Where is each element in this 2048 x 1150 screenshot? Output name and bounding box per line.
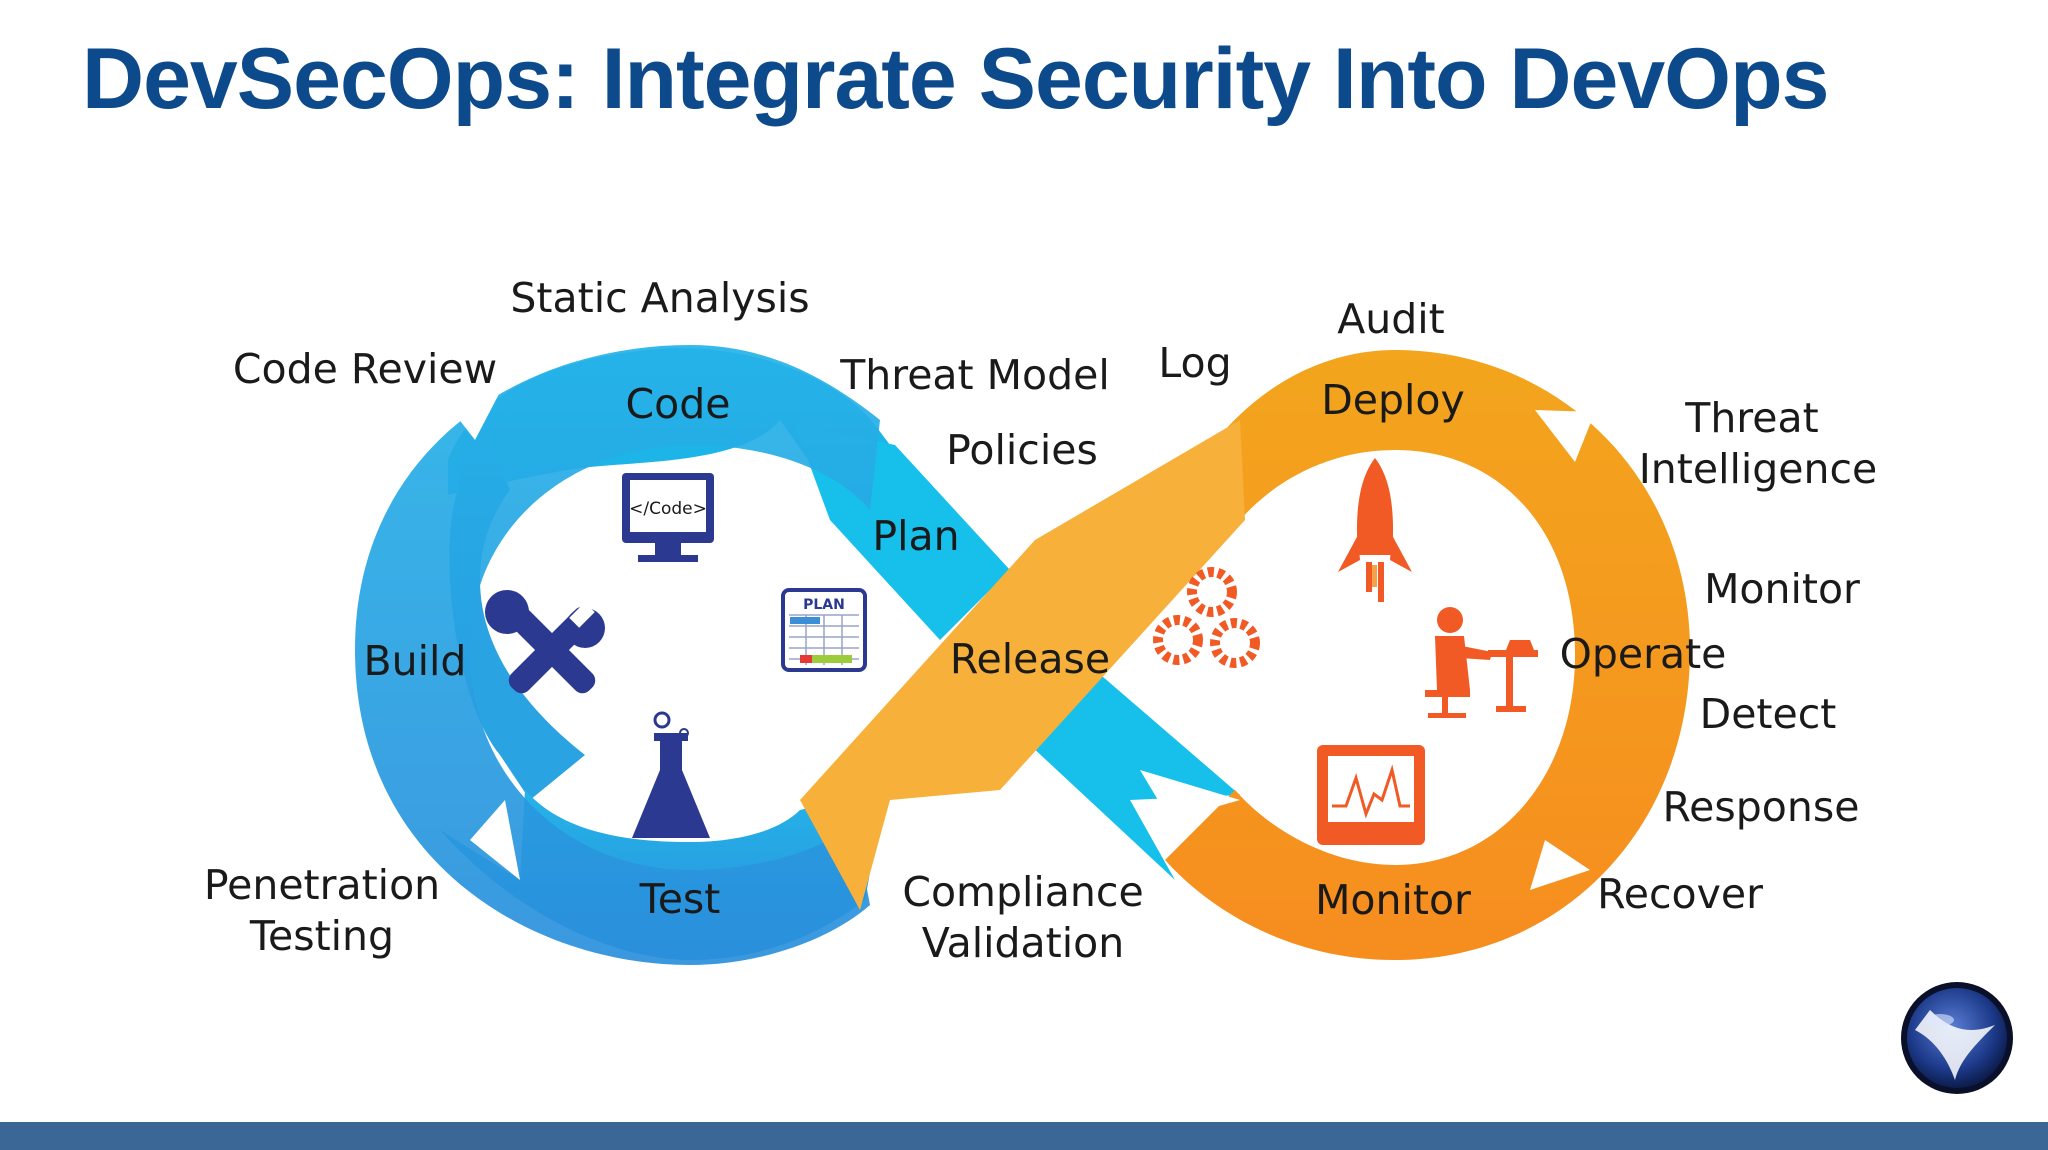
- tools-icon: [485, 590, 605, 694]
- gears-icon: [1153, 567, 1260, 668]
- dev-ring: [355, 345, 880, 965]
- label-response: Response: [1663, 783, 1860, 831]
- label-validation: Validation: [922, 919, 1124, 967]
- label-intelligence: Intelligence: [1639, 445, 1878, 493]
- plan-sheet-icon: PLAN: [781, 588, 867, 672]
- plan-sheet-text: PLAN: [803, 597, 845, 613]
- label-log: Log: [1158, 339, 1231, 387]
- rocket-icon: [1338, 458, 1412, 602]
- stage-build: Build: [364, 637, 467, 685]
- release-blue-ribbon: [1030, 670, 1240, 880]
- segment-separators: [440, 392, 1595, 890]
- label-threat-model: Threat Model: [839, 351, 1110, 399]
- operator-desk-icon: [1425, 607, 1538, 718]
- release-segment: [800, 420, 1245, 910]
- label-detect: Detect: [1700, 690, 1837, 738]
- owasp-wasp-logo: [1901, 982, 2013, 1094]
- label-monitor: Monitor: [1704, 565, 1860, 613]
- label-code-review: Code Review: [233, 345, 497, 393]
- label-compliance: Compliance: [902, 868, 1143, 916]
- stage-release: Release: [950, 635, 1110, 683]
- label-static-analysis: Static Analysis: [510, 274, 809, 322]
- stage-deploy: Deploy: [1321, 376, 1465, 424]
- label-testing: Testing: [249, 912, 394, 960]
- stage-plan: Plan: [872, 512, 959, 560]
- code-monitor-text: </Code>: [629, 499, 707, 519]
- stage-operate: Operate: [1560, 630, 1727, 678]
- stage-test: Test: [639, 875, 721, 923]
- label-policies: Policies: [946, 426, 1098, 474]
- label-threat: Threat: [1684, 394, 1818, 442]
- label-audit: Audit: [1337, 295, 1445, 343]
- footer-bar: [0, 1122, 2048, 1150]
- stage-monitor: Monitor: [1315, 876, 1471, 924]
- monitor-chart-icon: [1317, 745, 1425, 845]
- stage-code: Code: [626, 380, 731, 428]
- label-recover: Recover: [1597, 870, 1763, 918]
- flask-icon: [632, 711, 710, 838]
- ops-ring: [1165, 350, 1690, 960]
- slide-title: DevSecOps: Integrate Security Into DevOp…: [82, 31, 1829, 127]
- code-monitor-icon: </Code>: [622, 473, 714, 562]
- label-penetration: Penetration: [204, 861, 440, 909]
